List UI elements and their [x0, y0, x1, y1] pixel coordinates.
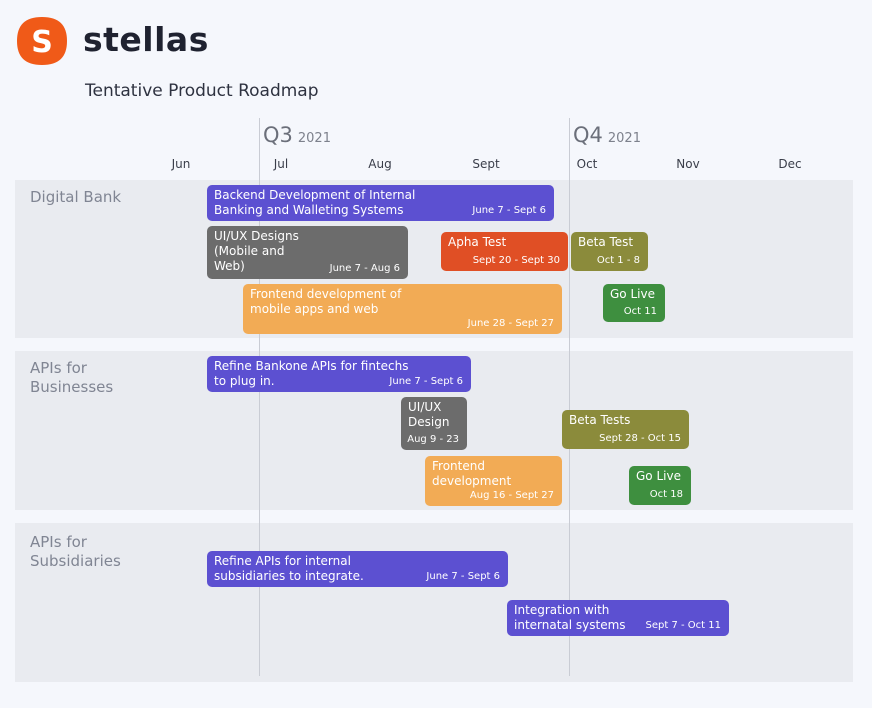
- task-dates: June 7 - Aug 6: [329, 263, 400, 274]
- task-bar[interactable]: Backend Development of Internal Banking …: [207, 185, 554, 221]
- task-title: Frontend development: [432, 459, 512, 488]
- section-label: Digital Bank: [30, 188, 122, 206]
- task-dates: Sept 7 - Oct 11: [645, 620, 721, 631]
- task-title: Frontend development of mobile apps and …: [250, 287, 402, 316]
- quarter-divider-q3: [259, 118, 260, 676]
- task-dates: Sept 28 - Oct 15: [599, 433, 681, 444]
- task-title: UI/UX Designs (Mobile and Web): [214, 229, 299, 273]
- task-title: UI/UX Design: [408, 400, 450, 429]
- month-label: Jun: [171, 157, 191, 171]
- quarter-q3: Q3 2021: [263, 122, 331, 152]
- task-title: Apha Test: [448, 235, 507, 249]
- task-title: Refine APIs for internal subsidiaries to…: [214, 554, 364, 583]
- month-label: Dec: [778, 157, 802, 171]
- quarter-divider-q4: [569, 118, 570, 676]
- task-bar[interactable]: Refine Bankone APIs for fintechs to plug…: [207, 356, 471, 392]
- month-label: Jul: [273, 157, 289, 171]
- task-dates: June 7 - Sept 6: [472, 205, 546, 216]
- task-title: Go Live: [636, 469, 681, 483]
- quarter-label: Q4: [573, 123, 603, 147]
- quarter-label: Q3: [263, 123, 293, 147]
- section-label: APIs for Businesses: [30, 359, 114, 396]
- quarter-q4: Q4 2021: [573, 122, 641, 152]
- brand-name: stellas: [83, 20, 209, 59]
- month-label: Aug: [368, 157, 392, 171]
- task-bar[interactable]: Frontend development of mobile apps and …: [243, 284, 562, 334]
- task-bar[interactable]: UI/UX Designs (Mobile and Web) June 7 - …: [207, 226, 408, 279]
- task-dates: Oct 1 - 8: [596, 255, 640, 266]
- task-title: Backend Development of Internal Banking …: [214, 188, 416, 217]
- section-label: APIs for Subsidiaries: [30, 533, 121, 570]
- task-dates: Oct 11: [623, 306, 657, 317]
- task-bar[interactable]: Beta Test Oct 1 - 8: [571, 232, 648, 271]
- task-bar[interactable]: Refine APIs for internal subsidiaries to…: [207, 551, 508, 587]
- task-bar[interactable]: Go Live Oct 11: [603, 284, 665, 322]
- roadmap-title: Tentative Product Roadmap: [85, 81, 319, 101]
- task-title: Go Live: [610, 287, 655, 301]
- task-dates: Sept 20 - Sept 30: [472, 255, 560, 266]
- task-bar[interactable]: Go Live Oct 18: [629, 466, 691, 505]
- month-label: Oct: [576, 157, 598, 171]
- month-label: Nov: [676, 157, 700, 171]
- logo-letter: S: [31, 25, 53, 60]
- task-bar[interactable]: Integration with internatal systems Sept…: [507, 600, 729, 636]
- task-dates: June 28 - Sept 27: [467, 318, 554, 329]
- task-dates: June 7 - Sept 6: [426, 571, 500, 582]
- task-dates: Aug 16 - Sept 27: [469, 490, 554, 501]
- task-title: Beta Test: [578, 235, 634, 249]
- task-title: Beta Tests: [569, 413, 631, 427]
- task-bar[interactable]: Apha Test Sept 20 - Sept 30: [441, 232, 568, 271]
- task-dates: Aug 9 - 23: [407, 434, 459, 445]
- task-dates: Oct 18: [649, 489, 683, 500]
- task-bar[interactable]: Beta Tests Sept 28 - Oct 15: [562, 410, 689, 449]
- task-dates: June 7 - Sept 6: [389, 376, 463, 387]
- quarter-year: 2021: [297, 131, 331, 146]
- task-title: Integration with internatal systems: [514, 603, 626, 632]
- task-bar[interactable]: UI/UX Design Aug 9 - 23: [401, 397, 467, 450]
- task-bar[interactable]: Frontend development Aug 16 - Sept 27: [425, 456, 562, 506]
- task-title: Refine Bankone APIs for fintechs to plug…: [214, 359, 409, 388]
- stellas-logo-icon: S: [17, 17, 67, 65]
- quarter-year: 2021: [607, 131, 641, 146]
- month-label: Sept: [472, 157, 500, 171]
